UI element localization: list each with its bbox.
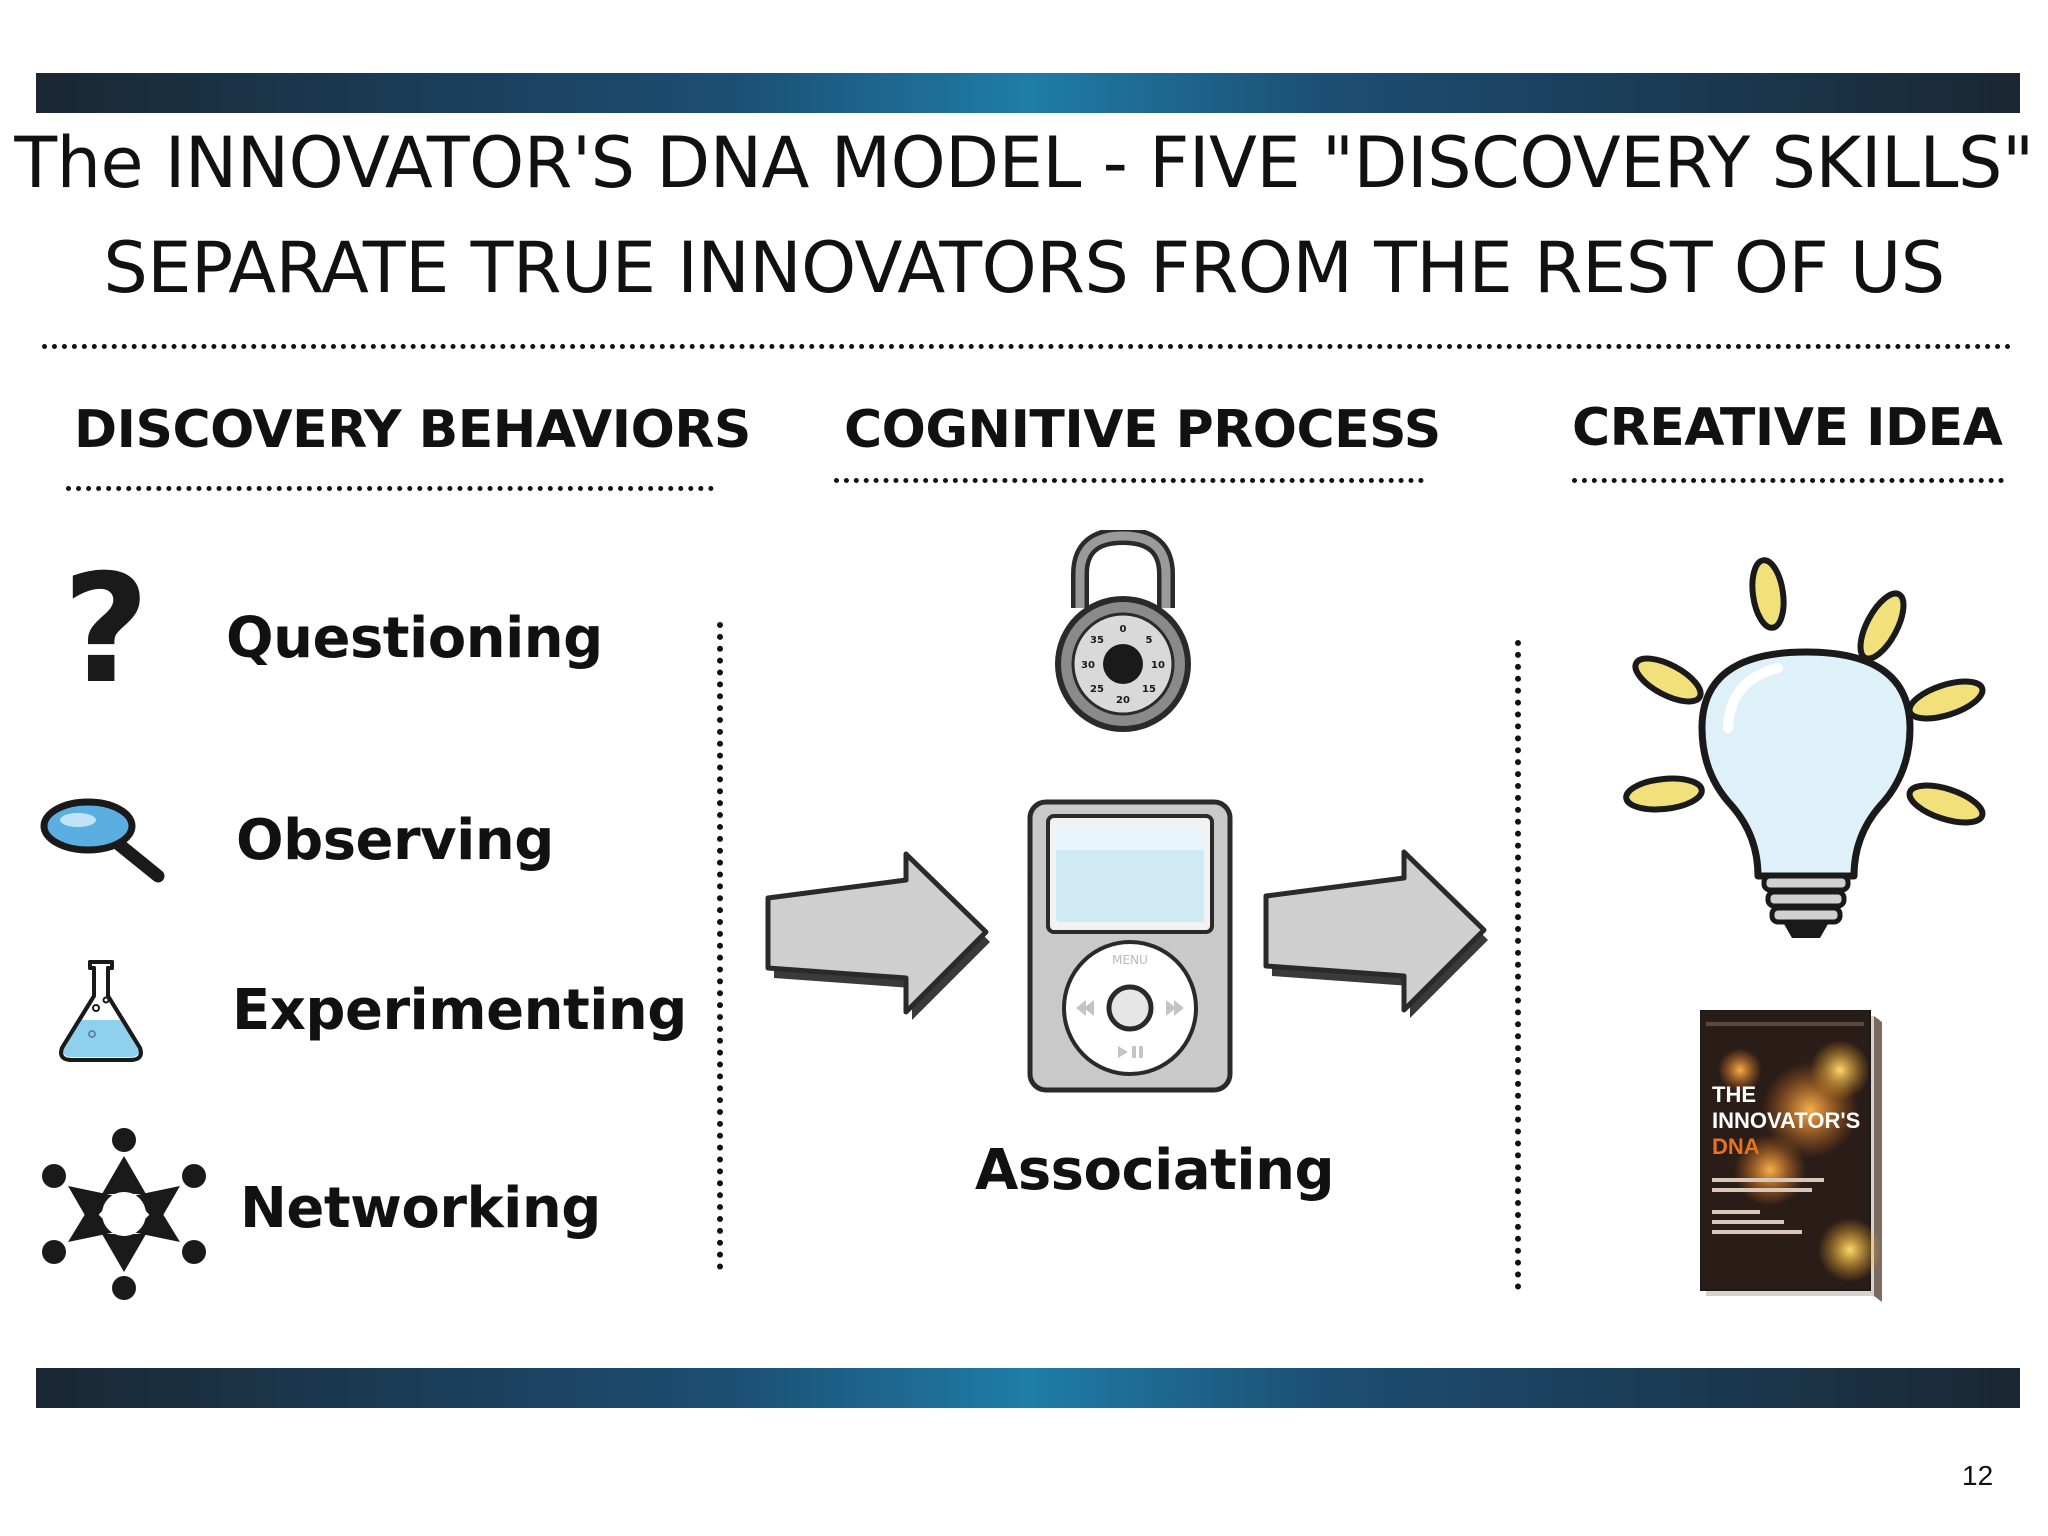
- slide-title-line-2: SEPARATE TRUE INNOVATORS FROM THE REST O…: [103, 227, 1945, 309]
- book-cover-icon: THE INNOVATOR'S DNA: [1700, 1010, 1882, 1302]
- cognitive-heading-rule: [834, 478, 1424, 483]
- magnifying-glass-icon: [40, 798, 165, 883]
- lock-number-15: 15: [1142, 684, 1156, 695]
- people-network-icon: [42, 1128, 206, 1300]
- column-separator-left: [717, 622, 723, 1270]
- page-number: 12: [1962, 1460, 1994, 1491]
- ipod-menu-label: MENU: [1112, 953, 1148, 967]
- title-dotted-rule: [42, 344, 2012, 349]
- lock-number-25: 25: [1090, 684, 1104, 695]
- lock-number-5: 5: [1146, 635, 1153, 646]
- lock-number-0: 0: [1120, 624, 1127, 635]
- slide-title-line-1: The INNOVATOR'S DNA MODEL - FIVE "DISCOV…: [14, 122, 2034, 204]
- process-associating: Associating: [975, 1138, 1335, 1203]
- top-accent-bar: [36, 73, 2020, 113]
- lock-number-35: 35: [1090, 635, 1104, 646]
- flask-icon: [59, 960, 143, 1062]
- behavior-questioning: Questioning: [226, 606, 603, 671]
- question-mark-icon: ?: [62, 543, 150, 717]
- creative-heading-rule: [1572, 478, 2004, 483]
- bottom-accent-bar: [36, 1368, 2020, 1408]
- lock-number-30: 30: [1081, 660, 1095, 671]
- heading-cognitive-process: COGNITIVE PROCESS: [844, 400, 1441, 460]
- heading-creative-idea: CREATIVE IDEA: [1572, 398, 2003, 458]
- discovery-heading-rule: [66, 486, 714, 491]
- book-title-dna: DNA: [1712, 1134, 1760, 1159]
- behavior-experimenting: Experimenting: [232, 978, 687, 1043]
- light-bulb-icon: [1623, 557, 1986, 938]
- lock-number-10: 10: [1151, 660, 1165, 671]
- lock-number-20: 20: [1116, 695, 1130, 706]
- arrow-into-process-icon: [765, 851, 990, 1020]
- book-title-innovators: INNOVATOR'S: [1712, 1108, 1860, 1133]
- behavior-observing: Observing: [236, 808, 554, 873]
- ipod-icon: MENU: [1027, 799, 1233, 1093]
- combination-lock-icon: 0 5 10 15 20 25 30 35: [1055, 530, 1191, 732]
- behavior-networking: Networking: [240, 1176, 601, 1241]
- heading-discovery-behaviors: DISCOVERY BEHAVIORS: [74, 400, 751, 460]
- arrow-out-of-process-icon: [1263, 849, 1488, 1018]
- column-separator-right: [1515, 640, 1521, 1290]
- book-title-the: THE: [1712, 1082, 1756, 1107]
